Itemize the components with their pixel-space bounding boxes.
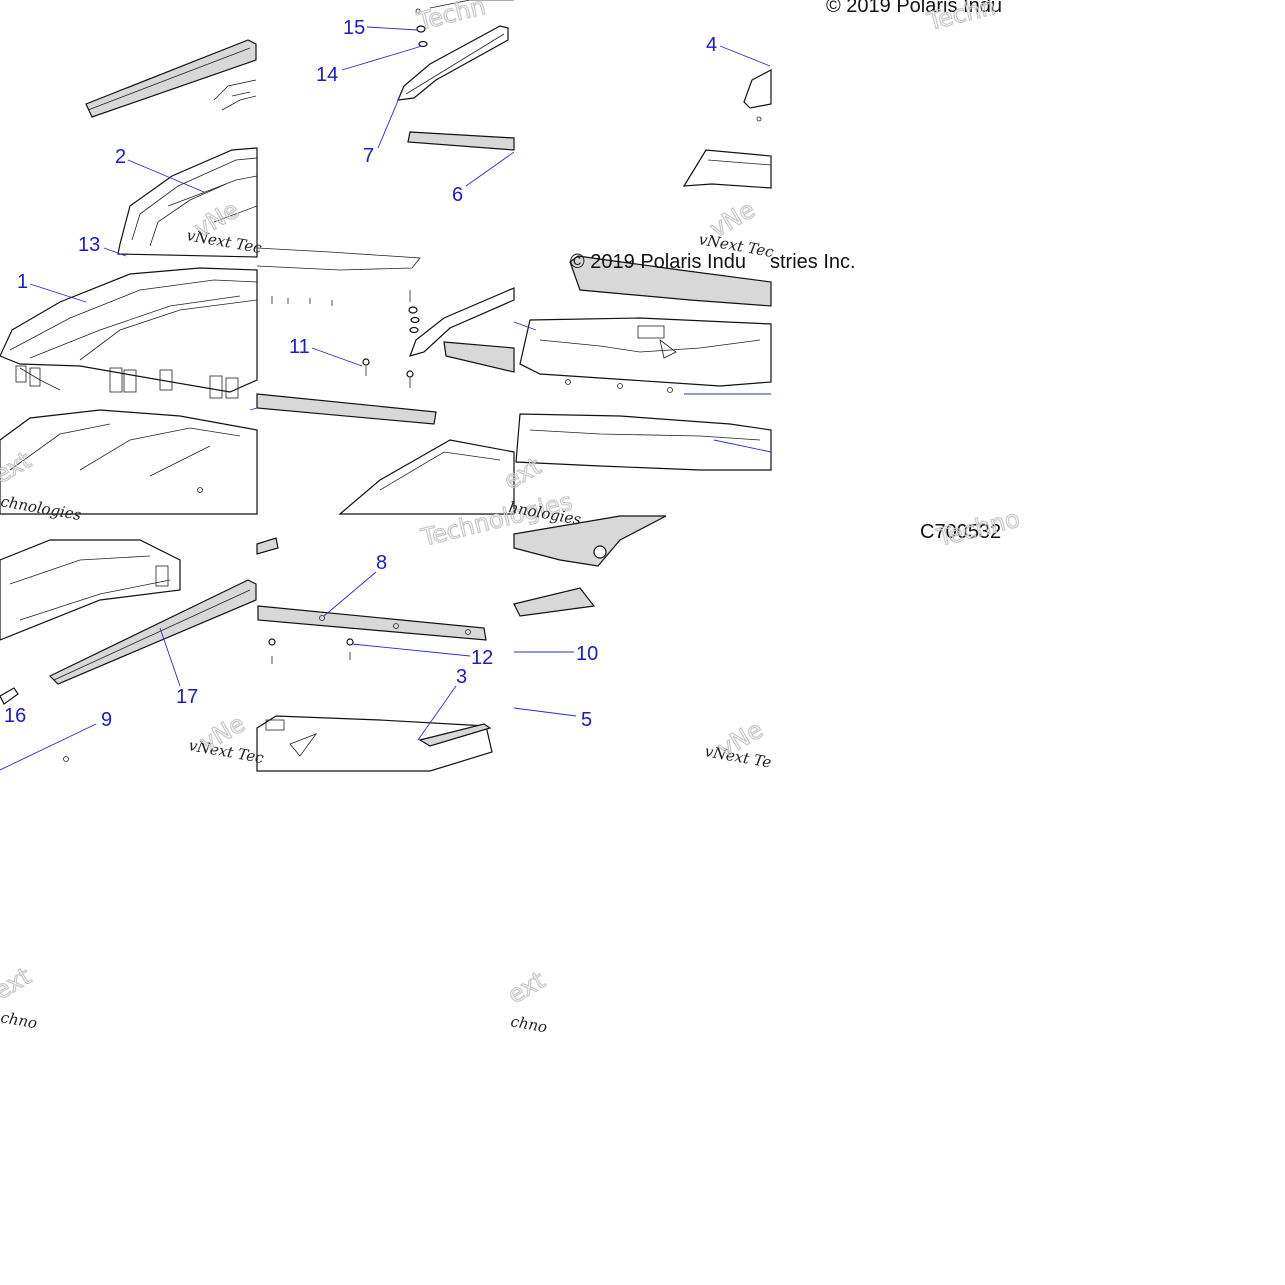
roof-lower-shell bbox=[0, 409, 258, 515]
side-strip bbox=[256, 537, 279, 555]
fastener-stack-top bbox=[415, 0, 514, 48]
drawing-code: C700532 bbox=[920, 521, 1001, 543]
copyright-mid-tail: stries Inc. bbox=[770, 251, 856, 273]
watermark-sans: Techno bbox=[934, 504, 1023, 552]
callout-numbers: 15 14 4 7 2 6 13 1 11 8 12 10 3 17 16 9 … bbox=[4, 17, 717, 731]
headliner-lower-panel bbox=[256, 715, 493, 772]
fastener-stack-mid bbox=[408, 290, 420, 334]
watermark-sans: Techn bbox=[924, 0, 999, 36]
watermark-serif: chno bbox=[0, 1008, 39, 1032]
headliner-trim bbox=[569, 255, 772, 307]
roof-rail-bottom bbox=[48, 579, 257, 685]
side-clip-left bbox=[0, 687, 69, 762]
callout-1: 1 bbox=[17, 271, 28, 293]
copyright-top: © 2019 Polaris Indu bbox=[826, 0, 1002, 17]
roof-rail-mid bbox=[409, 287, 515, 357]
roof-bracket-top bbox=[213, 79, 257, 111]
headliner-panel bbox=[519, 317, 772, 393]
callout-5: 5 bbox=[581, 709, 592, 731]
callout-10: 10 bbox=[576, 643, 598, 665]
rear-trim-shell bbox=[513, 515, 667, 567]
watermarks: Techn vNext Tec vNe vNext Tec vNe ext ch… bbox=[0, 0, 1023, 1036]
callout-3: 3 bbox=[456, 666, 467, 688]
watermark-sans: ext bbox=[503, 966, 550, 1009]
watermark-serif: chno bbox=[509, 1012, 548, 1036]
lower-headliner bbox=[515, 413, 772, 471]
clip-mount bbox=[743, 69, 772, 122]
fastener-row-bottom bbox=[268, 638, 354, 664]
rear-seal-strip bbox=[513, 587, 596, 617]
watermark-sans: Techn bbox=[414, 0, 489, 36]
roof-cap bbox=[117, 147, 258, 258]
callout-14: 14 bbox=[316, 64, 338, 86]
watermark-sans: ext bbox=[0, 962, 36, 1005]
leader-lines bbox=[0, 26, 772, 771]
front-roof-panel bbox=[0, 539, 181, 641]
callout-2: 2 bbox=[115, 146, 126, 168]
copyright-mid: © 2019 Polaris Indu bbox=[570, 251, 746, 273]
callout-12: 12 bbox=[471, 647, 493, 669]
mounting-strip bbox=[257, 605, 487, 641]
roof-rail-strip bbox=[85, 39, 257, 118]
callout-4: 4 bbox=[706, 34, 717, 56]
callout-8: 8 bbox=[376, 552, 387, 574]
roof-panel-front-edge bbox=[256, 247, 421, 271]
fastener-row bbox=[271, 296, 414, 388]
roof-rail-front bbox=[397, 25, 509, 101]
roof-strip-mid bbox=[443, 341, 515, 373]
roof-strip-lower bbox=[407, 131, 515, 151]
bracket-rear bbox=[682, 149, 772, 189]
callout-11: 11 bbox=[289, 336, 310, 358]
callout-13: 13 bbox=[78, 234, 100, 256]
callout-6: 6 bbox=[452, 184, 463, 206]
callout-9: 9 bbox=[101, 709, 112, 731]
callout-15: 15 bbox=[343, 17, 365, 39]
roof-long-strip bbox=[256, 393, 437, 425]
roof-main-panel bbox=[0, 267, 258, 399]
callout-17: 17 bbox=[176, 686, 198, 708]
callout-7: 7 bbox=[363, 145, 374, 167]
callout-16: 16 bbox=[4, 705, 26, 727]
rear-panel-upper bbox=[338, 439, 515, 515]
